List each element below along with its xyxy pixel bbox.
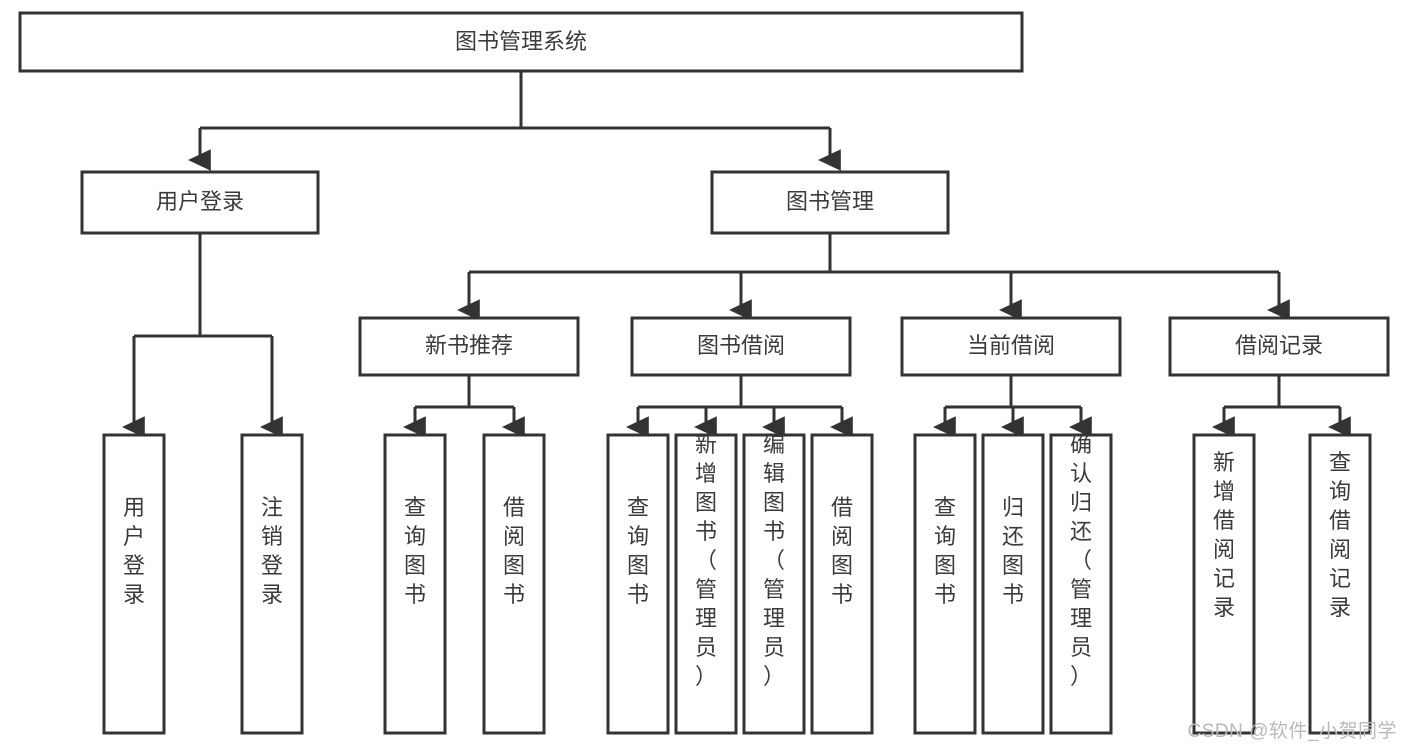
- node-l2[interactable]: 注销登录: [240, 433, 304, 735]
- node-c3[interactable]: 确认归还（管理员）: [1049, 432, 1113, 735]
- node-l2-label: 注销登录: [261, 495, 283, 607]
- node-c1-label: 查询图书: [934, 495, 956, 607]
- node-records[interactable]: 借阅记录: [1168, 316, 1390, 377]
- node-c1[interactable]: 查询图书: [913, 433, 977, 735]
- edge-bookmgmt-bus: [469, 233, 1279, 274]
- node-b1-label: 查询图书: [627, 495, 649, 607]
- edge-newbook-bus: [415, 375, 514, 409]
- node-newbook[interactable]: 新书推荐: [358, 316, 580, 377]
- node-n2-label: 借阅图书: [503, 495, 525, 607]
- node-b4-label: 借阅图书: [831, 495, 853, 607]
- node-b3-label: 编辑图书（管理员）: [763, 432, 785, 689]
- csdn-watermark: CSDN @软件_小贺同学: [1187, 721, 1397, 742]
- node-bookmgmt[interactable]: 图书管理: [710, 170, 950, 235]
- edge-current-bus: [945, 375, 1081, 409]
- node-borrow-label: 图书借阅: [697, 333, 785, 358]
- node-newbook-label: 新书推荐: [425, 333, 513, 358]
- edge-layer: [121, 71, 1351, 438]
- node-b1[interactable]: 查询图书: [606, 433, 670, 735]
- node-b2-label: 新增图书（管理员）: [695, 432, 717, 689]
- node-b2[interactable]: 新增图书（管理员）: [674, 432, 738, 735]
- node-c3-label: 确认归还（管理员）: [1070, 432, 1092, 689]
- node-n2[interactable]: 借阅图书: [482, 433, 546, 735]
- node-c2[interactable]: 归还图书: [981, 433, 1045, 735]
- node-l1[interactable]: 用户登录: [102, 433, 166, 735]
- edge-records-bus: [1224, 375, 1340, 409]
- node-borrow[interactable]: 图书借阅: [630, 316, 852, 377]
- node-n1[interactable]: 查询图书: [383, 433, 447, 735]
- node-b3[interactable]: 编辑图书（管理员）: [742, 432, 806, 735]
- node-layer: 图书管理系统 用户登录 图书管理 新书推荐 图书借阅 当前: [18, 11, 1390, 735]
- edge-borrow-bus: [638, 375, 842, 409]
- node-l1-label: 用户登录: [123, 495, 145, 607]
- node-current[interactable]: 当前借阅: [900, 316, 1122, 377]
- node-b4[interactable]: 借阅图书: [810, 433, 874, 735]
- node-r2-label: 查询借阅记录: [1329, 450, 1351, 620]
- node-login[interactable]: 用户登录: [80, 170, 320, 235]
- node-root[interactable]: 图书管理系统: [18, 11, 1024, 73]
- node-records-label: 借阅记录: [1235, 333, 1323, 358]
- node-r1-label: 新增借阅记录: [1213, 450, 1235, 620]
- node-r1[interactable]: 新增借阅记录: [1192, 433, 1256, 735]
- node-root-label: 图书管理系统: [455, 29, 587, 54]
- node-current-label: 当前借阅: [967, 333, 1055, 358]
- node-c2-label: 归还图书: [1002, 495, 1024, 607]
- node-r2[interactable]: 查询借阅记录: [1308, 433, 1372, 735]
- node-bookmgmt-label: 图书管理: [786, 189, 874, 214]
- node-login-label: 用户登录: [156, 189, 244, 214]
- edge-root-bus: [200, 71, 830, 130]
- edge-login-bus: [134, 233, 272, 338]
- node-n1-label: 查询图书: [404, 495, 426, 607]
